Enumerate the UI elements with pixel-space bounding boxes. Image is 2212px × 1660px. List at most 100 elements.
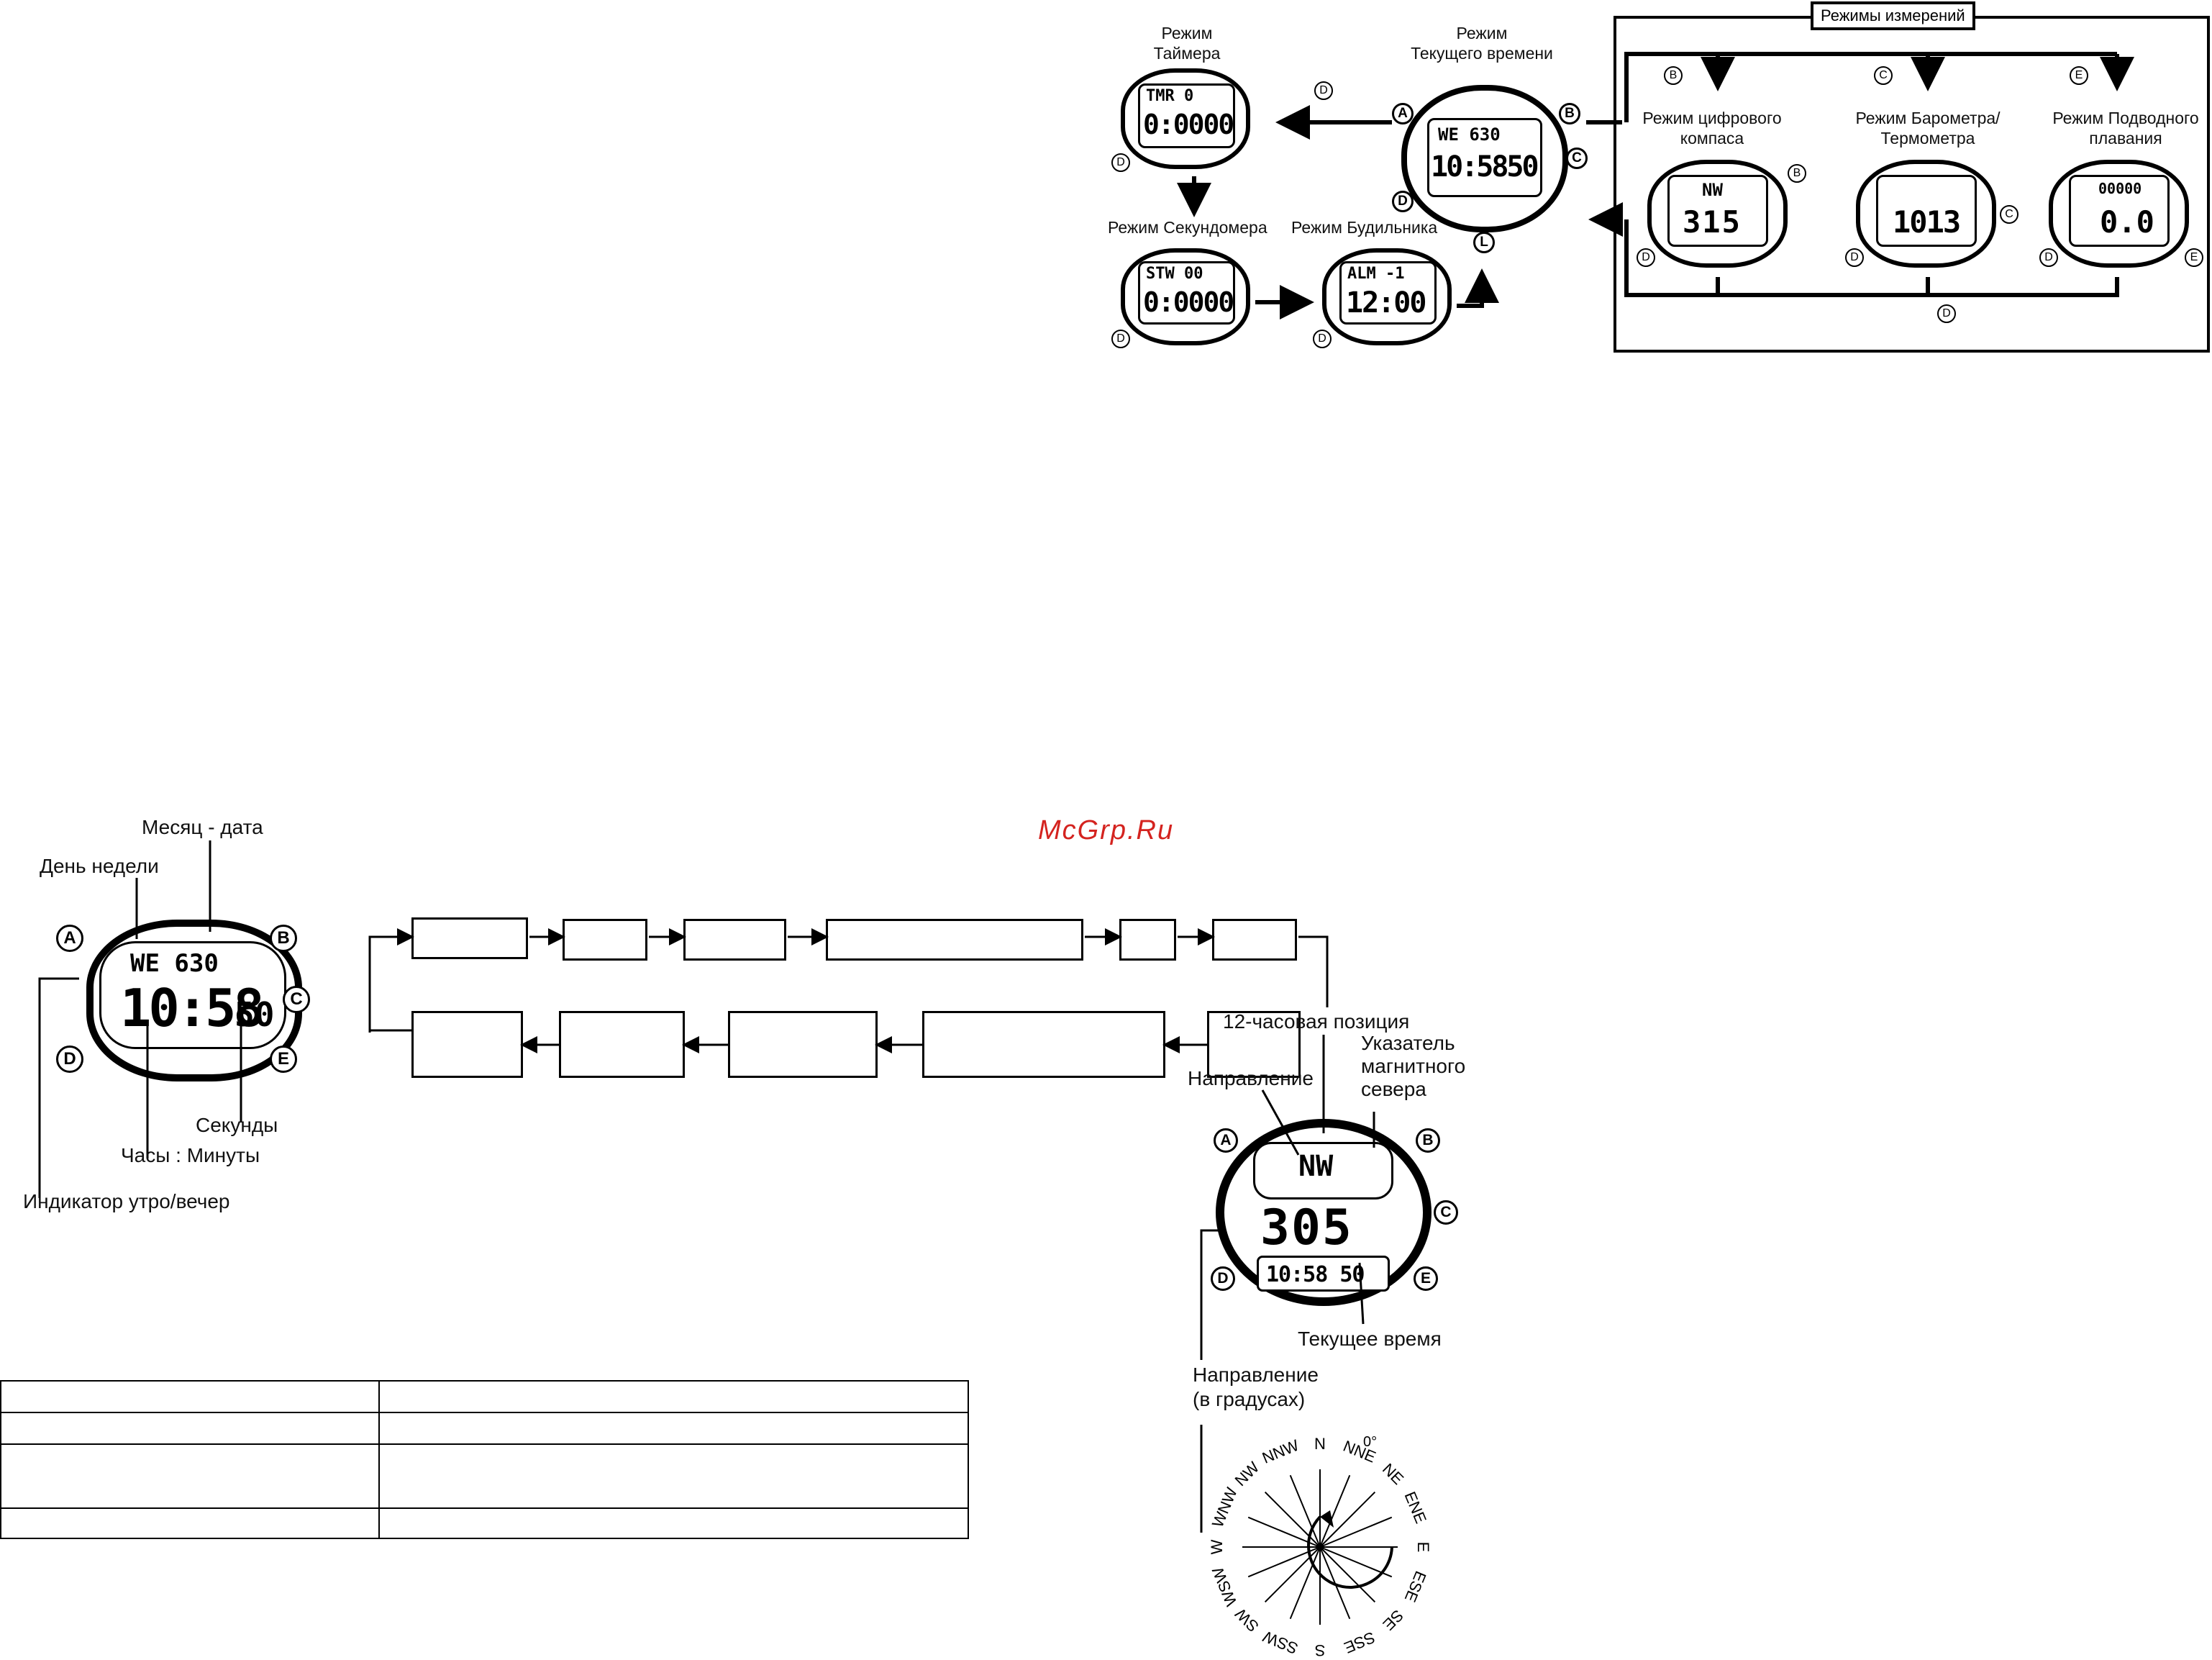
current-time-label: Текущее время	[1298, 1328, 1442, 1350]
current-time-watch: WE 630 10:5850	[1401, 85, 1568, 232]
diving-button-d[interactable]: D	[2039, 248, 2058, 267]
rose-spoke	[1319, 1516, 1393, 1548]
current-lcd-top: WE 630	[1438, 124, 1501, 145]
diving-lcd-main: 0.0	[2100, 204, 2154, 240]
rose-spoke	[1264, 1546, 1321, 1603]
diving-lcd-top: 00000	[2098, 180, 2142, 197]
magnetic-north-label: Указатель магнитного севера	[1361, 1032, 1466, 1100]
rose-point-s: S	[1315, 1641, 1326, 1659]
flow-box-8	[559, 1011, 685, 1078]
current-lcd-main: 10:5850	[1431, 150, 1539, 183]
measurement-arrows	[1624, 52, 2134, 297]
c-label: C	[1874, 66, 1893, 85]
big-button-a[interactable]: A	[56, 925, 83, 952]
mode-arrows	[1177, 105, 1623, 319]
compass-big-button-c[interactable]: C	[1434, 1200, 1458, 1225]
info-table	[0, 1380, 969, 1539]
direction-degrees-label: Направление (в градусах)	[1193, 1364, 1319, 1410]
table-cell	[378, 1507, 969, 1539]
compass-button-b[interactable]: B	[1788, 164, 1806, 183]
e-label: E	[2070, 66, 2088, 85]
rose-spoke	[1264, 1491, 1321, 1548]
stopwatch-button-d[interactable]: D	[1111, 330, 1130, 348]
d-arrow-label: D	[1314, 81, 1333, 100]
rose-spoke	[1247, 1516, 1321, 1548]
big-button-c[interactable]: C	[283, 986, 310, 1013]
compass-lcd-main: 315	[1683, 204, 1742, 240]
watermark: McGrp.Ru	[1038, 815, 1175, 845]
rose-point-ese: ESE	[1401, 1569, 1430, 1605]
diving-button-e[interactable]: E	[2185, 248, 2203, 267]
rose-point-nw: NW	[1232, 1458, 1263, 1489]
compass-mode-label: Режим цифрового компаса	[1642, 109, 1782, 148]
big-watch-leader-lines	[38, 840, 242, 1198]
big-button-e[interactable]: E	[270, 1046, 297, 1073]
timer-lcd-main: 0:0000	[1143, 109, 1234, 140]
compass-big-button-b[interactable]: B	[1416, 1128, 1440, 1153]
rose-point-se: SE	[1379, 1606, 1406, 1633]
button-d[interactable]: D	[1392, 191, 1414, 212]
stopwatch-screen: STW 00 0:0000	[1138, 261, 1235, 325]
compass-big-button-a[interactable]: A	[1214, 1128, 1238, 1153]
rose-point-sw: SW	[1232, 1605, 1262, 1636]
compass-big-lcd-dir: NW	[1298, 1150, 1334, 1183]
compass-big-lcd-deg: 305	[1260, 1199, 1353, 1256]
table-cell	[378, 1412, 969, 1445]
rose-point-wnw: WNW	[1209, 1484, 1241, 1530]
button-a[interactable]: A	[1392, 103, 1414, 124]
compass-big-button-e[interactable]: E	[1414, 1266, 1438, 1291]
big-button-d[interactable]: D	[56, 1046, 83, 1073]
twelve-oclock-label: 12-часовая позиция	[1223, 1010, 1410, 1033]
big-button-b[interactable]: B	[270, 925, 297, 952]
stopwatch-mode-label: Режим Секундомера	[1108, 218, 1267, 237]
flow-box-3	[683, 919, 786, 961]
rose-point-ne: NE	[1379, 1460, 1407, 1488]
diving-watch: 00000 0.0	[2049, 160, 2189, 268]
flow-box-6	[1212, 919, 1297, 961]
barometer-lcd-main: 1013	[1893, 204, 1961, 240]
alarm-mode-label: Режим Будильника	[1291, 218, 1438, 237]
barometer-button-c[interactable]: C	[2000, 205, 2018, 224]
rose-point-e: E	[1414, 1542, 1432, 1553]
flow-box-4	[826, 919, 1083, 961]
rose-direction-arc	[1307, 1515, 1393, 1589]
button-l[interactable]: L	[1473, 232, 1495, 253]
alarm-screen: ALM -1 12:00	[1339, 261, 1437, 325]
alarm-watch: ALM -1 12:00	[1322, 248, 1452, 345]
rose-point-nnw: NNW	[1260, 1436, 1301, 1467]
seconds-label: Секунды	[196, 1114, 278, 1136]
table-cell	[0, 1412, 380, 1445]
table-cell	[378, 1380, 969, 1413]
barometer-watch: 1013	[1856, 160, 1996, 268]
compass-lcd-top: NW	[1702, 180, 1723, 200]
timer-mode-label: Режим Таймера	[1153, 24, 1221, 63]
rose-spoke	[1319, 1546, 1351, 1620]
stopwatch-lcd-main: 0:0000	[1143, 286, 1234, 318]
d-label: D	[1937, 304, 1956, 323]
month-date-label: Месяц - дата	[142, 816, 263, 838]
compass-big-button-d[interactable]: D	[1211, 1266, 1235, 1291]
alarm-lcd-main: 12:00	[1346, 286, 1426, 319]
flow-arrows	[368, 928, 1329, 1053]
button-c[interactable]: C	[1566, 148, 1588, 169]
rose-spoke	[1319, 1474, 1351, 1548]
measurement-modes-title: Режимы измерений	[1811, 1, 1975, 30]
flow-box-9	[728, 1011, 878, 1078]
timer-screen: TMR 0 0:0000	[1138, 83, 1235, 148]
button-b[interactable]: B	[1559, 103, 1580, 124]
timer-button-d[interactable]: D	[1111, 153, 1130, 172]
compass-button-d[interactable]: D	[1637, 248, 1655, 267]
compass-leader-lines	[1200, 1035, 1375, 1533]
barometer-button-d[interactable]: D	[1845, 248, 1864, 267]
table-cell	[0, 1380, 380, 1413]
table-cell	[0, 1507, 380, 1539]
rose-spoke	[1319, 1546, 1376, 1603]
alarm-button-d[interactable]: D	[1313, 330, 1332, 348]
table-cell	[0, 1443, 380, 1509]
diving-screen: 00000 0.0	[2069, 175, 2170, 247]
barometer-screen: 1013	[1876, 175, 1977, 247]
rose-spoke	[1289, 1546, 1321, 1620]
rose-spoke	[1247, 1546, 1321, 1578]
stopwatch-lcd-top: STW 00	[1146, 265, 1203, 283]
